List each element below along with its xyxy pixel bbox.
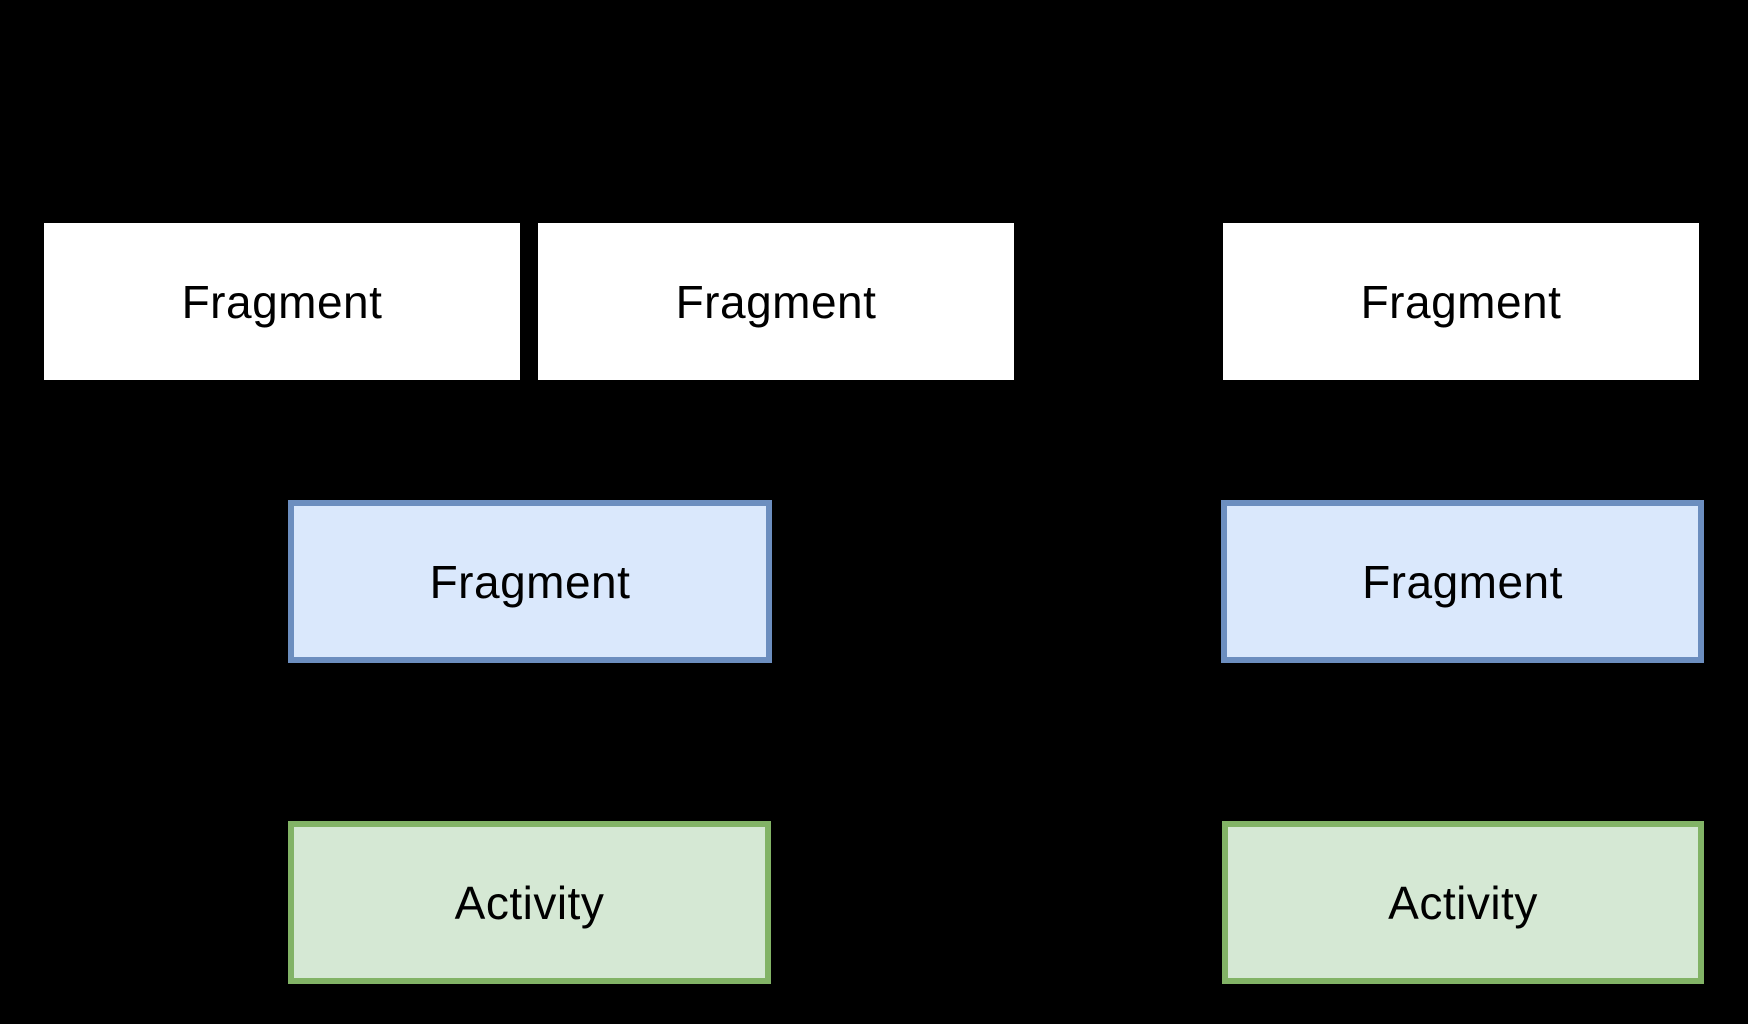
node-fragment-top-middle: Fragment [538, 223, 1014, 380]
node-fragment-middle-right: Fragment [1221, 500, 1704, 663]
node-activity-bottom-left: Activity [288, 821, 771, 984]
fragment-label: Fragment [181, 275, 383, 328]
fragment-label: Fragment [429, 555, 631, 608]
node-fragment-middle-left: Fragment [288, 500, 772, 663]
activity-label: Activity [454, 876, 605, 929]
node-fragment-top-left: Fragment [44, 223, 520, 380]
activity-label: Activity [1388, 876, 1538, 929]
fragment-label: Fragment [1362, 555, 1563, 608]
fragment-label: Fragment [1360, 275, 1562, 328]
node-fragment-top-right: Fragment [1223, 223, 1699, 380]
fragment-label: Fragment [675, 275, 877, 328]
node-activity-bottom-right: Activity [1222, 821, 1704, 984]
